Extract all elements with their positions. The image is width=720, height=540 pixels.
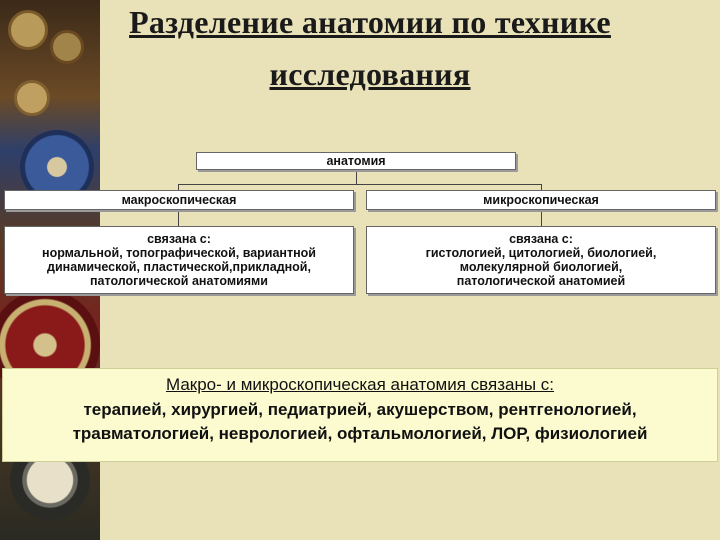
detail-header: связана с: xyxy=(367,232,715,246)
node-microscopic: микроскопическая xyxy=(366,190,716,210)
button-decoration xyxy=(14,80,50,116)
page-title-line-1: Разделение анатомии по технике xyxy=(100,4,640,41)
button-decoration xyxy=(50,30,84,64)
detail-line: патологической анатомией xyxy=(367,274,715,288)
detail-line: патологической анатомиями xyxy=(5,274,353,288)
detail-line: гистологией, цитологией, биологией, xyxy=(367,246,715,260)
node-macroscopic-label: макроскопическая xyxy=(122,193,237,207)
detail-line: молекулярной биологией, xyxy=(367,260,715,274)
note-line-3: травматологией, неврологией, офтальмолог… xyxy=(3,424,717,444)
note-line-1: Макро- и микроскопическая анатомия связа… xyxy=(3,375,717,395)
connector-root-down xyxy=(356,170,357,184)
note-line-2: терапией, хирургией, педиатрией, акушерс… xyxy=(3,400,717,420)
detail-line: нормальной, топографической, вариантной xyxy=(5,246,353,260)
connector-left-detail xyxy=(178,210,179,226)
related-sciences-note: Макро- и микроскопическая анатомия связа… xyxy=(2,368,718,462)
page-title-line-2: исследования xyxy=(150,56,590,93)
detail-microscopic: связана с: гистологией, цитологией, биол… xyxy=(366,226,716,294)
detail-line: динамической, пластической,прикладной, xyxy=(5,260,353,274)
detail-header: связана с: xyxy=(5,232,353,246)
root-node-label: анатомия xyxy=(326,154,385,168)
node-microscopic-label: микроскопическая xyxy=(483,193,599,207)
connector-horizontal xyxy=(178,184,541,185)
root-node-anatomy: анатомия xyxy=(196,152,516,170)
button-decoration xyxy=(8,10,48,50)
node-macroscopic: макроскопическая xyxy=(4,190,354,210)
detail-macroscopic: связана с: нормальной, топографической, … xyxy=(4,226,354,294)
connector-right-detail xyxy=(541,210,542,226)
